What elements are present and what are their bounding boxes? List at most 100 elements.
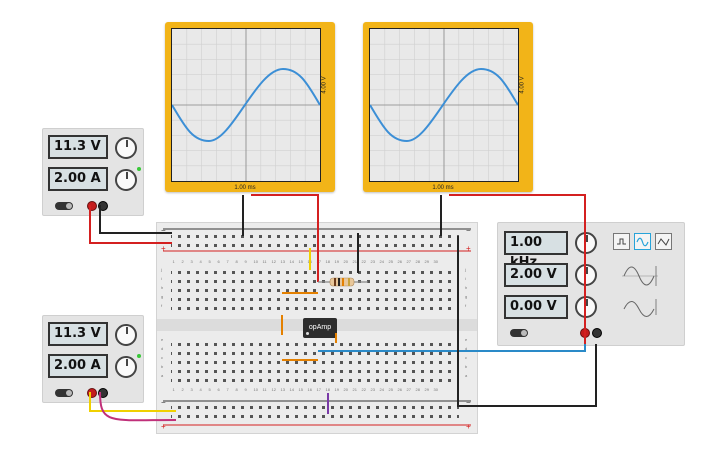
svg-text:−: −	[161, 226, 166, 235]
power-supply-1[interactable]: 11.3 V 2.00 A	[42, 128, 144, 216]
breadboard-column-number: 18	[325, 259, 330, 264]
breadboard-column-number: 29	[424, 259, 429, 264]
breadboard-column-number: 22	[361, 387, 366, 392]
function-generator-frequency-knob[interactable]	[575, 232, 597, 254]
oscilloscope-1-trace	[171, 67, 321, 143]
oscilloscope-1-screen	[171, 28, 321, 182]
breadboard-column-number: 7	[226, 259, 229, 264]
svg-text:−: −	[161, 398, 166, 407]
breadboard-row-letter: e	[465, 337, 468, 342]
power-supply-2-power-switch[interactable]	[55, 389, 73, 397]
breadboard-column-number: 28	[415, 387, 420, 392]
breadboard-column-number: 22	[361, 259, 366, 264]
oscilloscope-1-time-label: 1.00 ms	[234, 185, 256, 191]
breadboard-column-number: 24	[379, 387, 384, 392]
offset-diagram-icon	[623, 299, 657, 317]
breadboard-column-number: 21	[352, 259, 357, 264]
breadboard-row-letter: b	[465, 364, 468, 369]
power-supply-2-voltage-knob[interactable]	[115, 324, 137, 346]
breadboard-column-number: 27	[406, 387, 411, 392]
breadboard-column-number: 25	[388, 387, 393, 392]
power-supply-1-negative-terminal[interactable]	[98, 201, 108, 211]
power-supply-2-positive-terminal[interactable]	[87, 388, 97, 398]
breadboard-column-number: 19	[334, 259, 339, 264]
triangle-wave-button[interactable]	[655, 233, 672, 250]
breadboard-column-number: 16	[307, 259, 312, 264]
breadboard-column-number: 15	[298, 387, 303, 392]
function-generator-amplitude-knob[interactable]	[575, 264, 597, 286]
breadboard-column-number: 19	[334, 387, 339, 392]
svg-text:−: −	[466, 226, 471, 235]
breadboard-column-number: 3	[190, 387, 193, 392]
power-supply-1-voltage-knob[interactable]	[115, 137, 137, 159]
breadboard-column-number: 10	[253, 387, 258, 392]
function-generator[interactable]: 1.00 kHz 2.00 V 0.00 V	[497, 222, 685, 346]
breadboard-row-letter: h	[161, 285, 164, 290]
power-supply-1-current-display: 2.00 A	[48, 167, 108, 191]
breadboard-column-number: 2	[181, 259, 184, 264]
breadboard-column-number: 20	[343, 259, 348, 264]
svg-text:+: +	[161, 244, 166, 253]
breadboard-column-number: 13	[280, 259, 285, 264]
breadboard-row-letter: d	[465, 346, 468, 351]
breadboard-column-number: 6	[217, 259, 220, 264]
breadboard-column-number: 29	[424, 387, 429, 392]
breadboard-column-number: 16	[307, 387, 312, 392]
breadboard-column-number: 23	[370, 387, 375, 392]
function-generator-power-switch[interactable]	[510, 329, 528, 337]
breadboard-column-number: 30	[433, 387, 438, 392]
breadboard-column-number: 4	[199, 259, 202, 264]
breadboard-column-number: 11	[262, 259, 267, 264]
breadboard-column-number: 11	[262, 387, 267, 392]
breadboard-column-number: 24	[379, 259, 384, 264]
oscilloscope-2-time-label: 1.00 ms	[432, 185, 454, 191]
function-generator-offset-display: 0.00 V	[504, 295, 568, 319]
breadboard-column-number: 5	[208, 259, 211, 264]
breadboard-column-number: 14	[289, 387, 294, 392]
breadboard-column-number: 2	[181, 387, 184, 392]
opamp-chip[interactable]: opAmp	[303, 318, 337, 338]
oscilloscope-1-grid	[171, 29, 321, 181]
function-generator-negative-terminal[interactable]	[592, 328, 602, 338]
breadboard-column-number: 14	[289, 259, 294, 264]
sine-wave-button[interactable]	[634, 233, 651, 250]
breadboard-row-letter: c	[161, 355, 163, 360]
svg-text:−: −	[466, 398, 471, 407]
square-wave-button[interactable]	[613, 233, 630, 250]
power-supply-2-cc-led	[137, 354, 141, 358]
oscilloscope-1-voltage-label: 4.00 V	[321, 76, 328, 94]
sine-wave-icon	[636, 237, 649, 247]
breadboard-column-number: 27	[406, 259, 411, 264]
power-supply-1-power-switch[interactable]	[55, 202, 73, 210]
breadboard-row-letter: h	[465, 285, 468, 290]
function-generator-positive-terminal[interactable]	[580, 328, 590, 338]
function-generator-amplitude-display: 2.00 V	[504, 263, 568, 287]
breadboard-row-letter: j	[161, 267, 162, 272]
breadboard-column-number: 1	[172, 259, 175, 264]
breadboard-column-number: 4	[199, 387, 202, 392]
oscilloscope-1[interactable]: 4.00 V 1.00 ms	[165, 22, 335, 192]
breadboard-column-number: 8	[235, 259, 238, 264]
power-supply-1-positive-terminal[interactable]	[87, 201, 97, 211]
oscilloscope-2-grid	[369, 29, 519, 181]
power-supply-2-negative-terminal[interactable]	[98, 388, 108, 398]
function-generator-offset-knob[interactable]	[575, 296, 597, 318]
breadboard-row-letter: g	[465, 294, 468, 299]
power-supply-2-current-knob[interactable]	[115, 356, 137, 378]
breadboard-column-number: 23	[370, 259, 375, 264]
power-supply-2[interactable]: 11.3 V 2.00 A	[42, 315, 144, 403]
breadboard-row-letter: f	[161, 303, 163, 308]
oscilloscope-2[interactable]: 4.00 V 1.00 ms	[363, 22, 533, 192]
oscilloscope-2-voltage-label: 4.00 V	[519, 76, 526, 94]
breadboard-column-number: 15	[298, 259, 303, 264]
breadboard-row-letter: j	[465, 267, 466, 272]
breadboard-column-number: 20	[343, 387, 348, 392]
breadboard-column-number: 9	[244, 387, 247, 392]
breadboard-row-letter: a	[465, 373, 468, 378]
power-supply-1-current-knob[interactable]	[115, 169, 137, 191]
breadboard-column-number: 26	[397, 259, 402, 264]
square-wave-icon	[617, 238, 626, 245]
breadboard-column-number: 17	[316, 259, 321, 264]
breadboard-column-number: 18	[325, 387, 330, 392]
breadboard-column-number: 5	[208, 387, 211, 392]
